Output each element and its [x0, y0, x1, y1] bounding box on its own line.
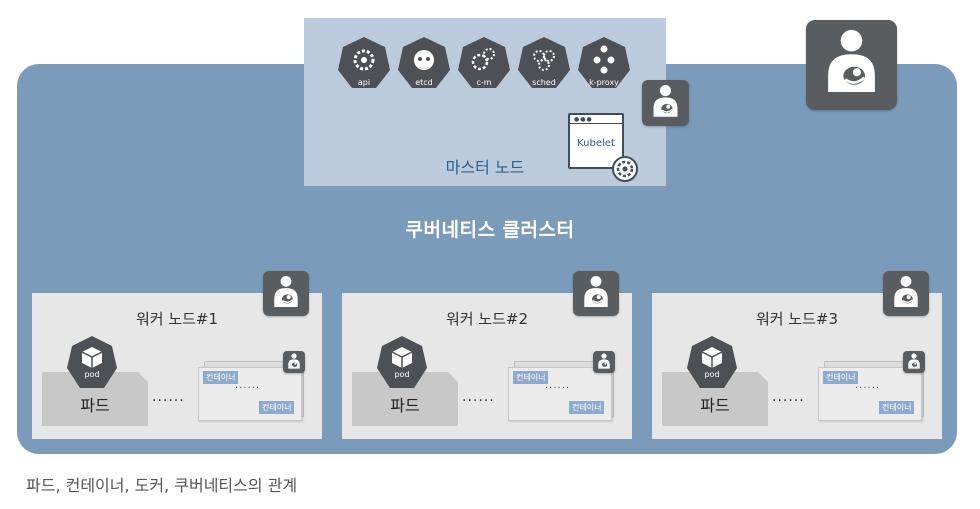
docker-icon-worker [573, 271, 619, 316]
figure-caption: 파드, 컨테이너, 도커, 쿠버네티스의 관계 [26, 476, 298, 495]
component-api: api [336, 36, 392, 92]
container-dots: ...... [545, 380, 571, 391]
docker-user-icon [828, 29, 875, 92]
component-label: sched [532, 78, 556, 87]
docker-user-icon [653, 85, 678, 117]
window-dots-icon: ●●● [574, 116, 593, 123]
ellipsis: ...... [462, 389, 495, 405]
container-tag: 컨테이너 [513, 371, 549, 384]
container-tag: 컨테이너 [569, 401, 605, 414]
worker-node-label: 워커 노드#2 [445, 310, 529, 328]
pod-icon-label: pod [704, 370, 720, 379]
worker-node-label: 워커 노드#3 [755, 310, 839, 328]
pod-icon-label: pod [394, 370, 410, 379]
docker-user-icon [274, 275, 298, 307]
worker-node-3: 워커 노드#3 파드 pod ...... 컨테이너 ...... 컨테이너 [652, 271, 942, 439]
docker-icon-worker [263, 271, 309, 316]
docker-icon-container [593, 351, 615, 373]
pod-icon: pod [376, 335, 428, 391]
docker-user-icon [908, 353, 920, 369]
worker-node-1: 워커 노드#1 파드 pod ...... 컨테이너 ...... 컨테이너 [32, 271, 322, 439]
container-tag: 컨테이너 [203, 371, 239, 384]
kubelet-label: Kubelet [577, 138, 615, 149]
component-k-proxy: k-proxy [576, 36, 632, 92]
container-tag: 컨테이너 [879, 401, 915, 414]
container-tag: 컨테이너 [823, 371, 859, 384]
component-label: etcd [415, 78, 433, 87]
docker-user-icon [288, 353, 300, 369]
pod-name: 파드 [80, 396, 110, 415]
ellipsis: ...... [772, 389, 805, 405]
docker-icon-container [283, 351, 305, 373]
ellipsis: ...... [152, 389, 185, 405]
docker-icon-worker [883, 271, 929, 316]
pod-name: 파드 [700, 396, 730, 415]
container-stack: 컨테이너 ...... 컨테이너 [508, 367, 612, 421]
docker-icon-large [806, 20, 897, 110]
pod-icon-label: pod [84, 370, 100, 379]
component-label: api [357, 78, 371, 87]
component-label: c-m [476, 78, 492, 87]
worker-node-2: 워커 노드#2 파드 pod ...... 컨테이너 ...... 컨테이너 [342, 271, 632, 439]
gear-icon [612, 156, 638, 182]
component-etcd: etcd [396, 36, 452, 92]
pod-icon: pod [66, 335, 118, 391]
docker-user-icon [598, 353, 610, 369]
component-label: k-proxy [589, 78, 619, 87]
docker-user-icon [894, 275, 918, 307]
master-node-label: 마스터 노드 [445, 158, 525, 177]
container-tag: 컨테이너 [259, 401, 295, 414]
component-c-m: c-m [456, 36, 512, 92]
kubelet-window: ●●● Kubelet [568, 113, 638, 182]
docker-user-icon [584, 275, 608, 307]
pod-icon: pod [686, 335, 738, 391]
component-sched: sched [516, 36, 572, 92]
container-stack: 컨테이너 ...... 컨테이너 [818, 367, 922, 421]
worker-node-label: 워커 노드#1 [135, 310, 219, 328]
docker-icon-container [903, 351, 925, 373]
docker-icon-master [642, 80, 689, 126]
container-stack: 컨테이너 ...... 컨테이너 [198, 367, 302, 421]
container-dots: ...... [235, 380, 261, 391]
master-node: api etcd c-m sched k-proxy 마스터 노드 [304, 18, 666, 186]
cluster-title: 쿠버네티스 클러스터 [405, 219, 575, 241]
container-dots: ...... [855, 380, 881, 391]
pod-name: 파드 [390, 396, 420, 415]
